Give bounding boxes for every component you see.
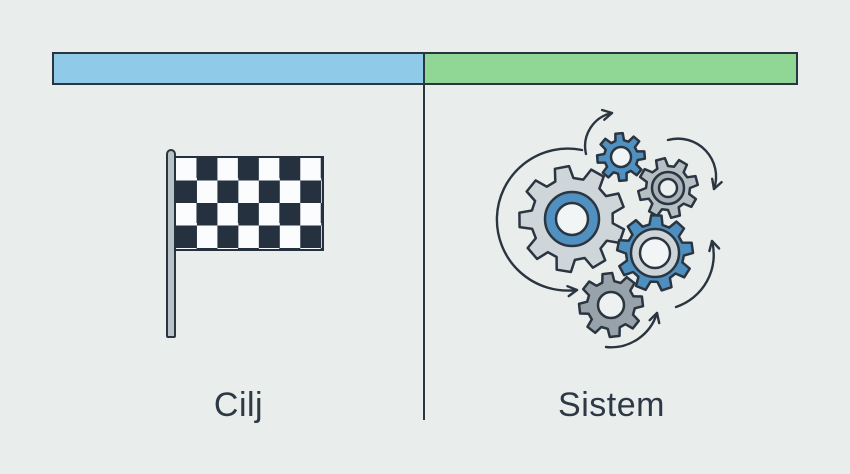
header-bar-row bbox=[52, 52, 798, 85]
cycle-arrows bbox=[495, 108, 723, 349]
cycle-arrow-top-right bbox=[666, 137, 723, 191]
cycle-arrow-bottom-right bbox=[674, 239, 721, 309]
checkered-flag-icon bbox=[174, 156, 324, 251]
cycle-arrow-bottom bbox=[604, 311, 661, 349]
sistem-header-bar bbox=[425, 54, 796, 83]
sistem-label: Sistem bbox=[558, 386, 665, 424]
gear-large-gray-icon bbox=[518, 164, 626, 274]
gear-top-right-gray-icon bbox=[636, 156, 700, 220]
gear-bottom-gray-icon bbox=[577, 271, 645, 339]
gear-small-blue-icon bbox=[595, 131, 647, 183]
cycle-arrow-left bbox=[495, 147, 584, 298]
gear-right-blue-icon bbox=[615, 213, 695, 292]
column-divider-line bbox=[423, 52, 425, 420]
gears-cycle-icon bbox=[495, 108, 723, 349]
cycle-arrow-top bbox=[583, 108, 614, 156]
cilj-label: Cilj bbox=[213, 386, 264, 424]
cilj-header-bar bbox=[54, 54, 425, 83]
